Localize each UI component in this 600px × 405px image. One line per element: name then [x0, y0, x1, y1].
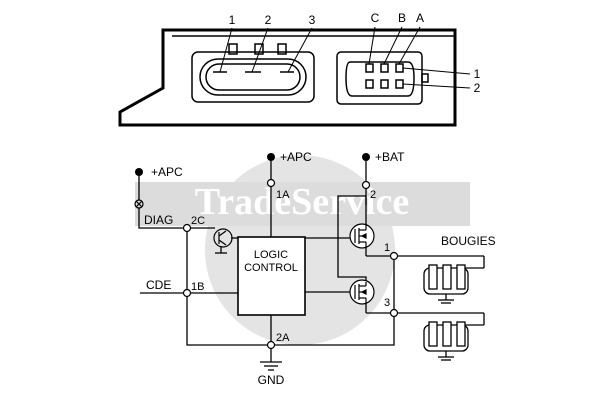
bougies-label: BOUGIES [441, 234, 496, 248]
pin-1-label: 1 [384, 242, 390, 254]
glow-plugs-group-2 [423, 321, 484, 361]
logic-label-line1: LOGIC [254, 249, 288, 261]
pin-1a-label: 1A [276, 189, 290, 201]
right-side-1-label: 1 [474, 67, 481, 81]
pin-nodes [182, 178, 399, 350]
supply-terminals [135, 153, 370, 176]
pin-2c-label: 2C [191, 215, 205, 227]
ground-symbol [260, 361, 282, 371]
connector-right [336, 26, 471, 105]
left-pin-2-label: 2 [265, 13, 272, 27]
left-pin-3-label: 3 [309, 13, 316, 27]
right-side-2-label: 2 [474, 81, 481, 95]
mosfet-bottom [349, 279, 375, 305]
diag-transistor [213, 228, 233, 248]
lamp-symbol [134, 199, 144, 209]
pin-2-label: 2 [370, 189, 376, 201]
glow-plugs-group-1 [423, 264, 484, 304]
logic-label-line2: CONTROL [244, 262, 298, 274]
relay-housing [118, 28, 457, 127]
cde-label: CDE [146, 278, 171, 292]
right-pin-b-label: B [398, 11, 406, 25]
apc-top-label: +APC [280, 150, 312, 164]
pin-2a-label: 2A [276, 332, 290, 344]
gnd-label: GND [258, 373, 285, 387]
logic-control-block: LOGIC CONTROL [237, 236, 306, 316]
connector-left [191, 27, 315, 103]
right-pin-c-label: C [371, 11, 380, 25]
watermark-text: TradeService [195, 181, 410, 223]
wiring [138, 157, 485, 362]
bat-label: +BAT [375, 150, 405, 164]
mosfet-top [349, 223, 375, 249]
left-pin-1-label: 1 [229, 13, 236, 27]
diag-label: DIAG [144, 213, 173, 227]
right-pin-a-label: A [416, 11, 424, 25]
pin-3-label: 3 [384, 297, 390, 309]
apc-left-label: +APC [151, 165, 183, 179]
pin-1b-label: 1B [191, 281, 204, 293]
